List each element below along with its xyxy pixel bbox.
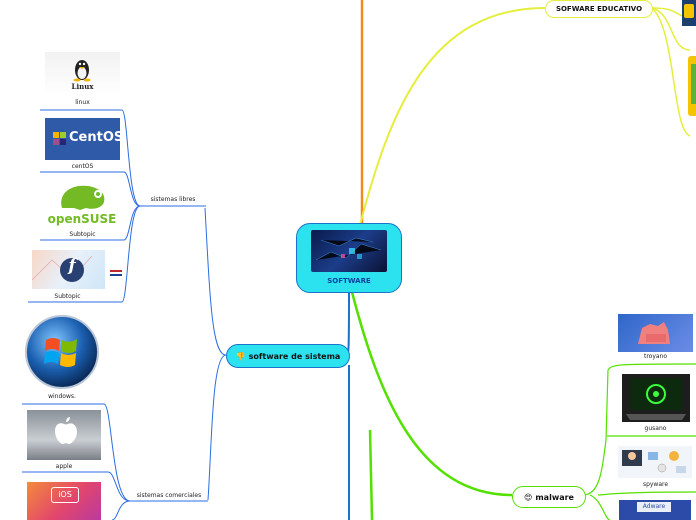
linux-logo-text: Linux xyxy=(71,82,94,91)
fedora-flag-icon xyxy=(110,270,122,276)
educativo-branch-line xyxy=(359,7,546,226)
fedora-logo-text: f xyxy=(68,256,76,276)
opensuse-logo-text: openSUSE xyxy=(47,212,117,226)
troyano-line xyxy=(607,363,696,371)
sistema-to-comerciales xyxy=(207,354,227,501)
windows-image xyxy=(22,314,102,392)
topic-educativo-label: SOFWARE EDUCATIVO xyxy=(555,5,643,13)
educativo-sub-line xyxy=(651,7,683,17)
subtopic-sistemas-libres[interactable]: sistemas libres xyxy=(150,196,196,203)
centos-image: CentOS xyxy=(45,118,120,160)
spyware-caption[interactable]: spyware xyxy=(642,481,669,488)
heart-eyes-icon: 😍 xyxy=(524,492,533,502)
libres-to-linux xyxy=(40,109,141,207)
troyano-caption[interactable]: troyano xyxy=(643,353,668,360)
spyware-line xyxy=(597,491,696,496)
libres-to-fedora xyxy=(28,205,141,303)
fedora-caption[interactable]: Subtopic xyxy=(54,293,81,300)
troyano-image xyxy=(618,314,693,352)
centos-caption[interactable]: centOS xyxy=(71,163,94,170)
linux-image: Linux xyxy=(45,52,120,96)
linux-caption[interactable]: linux xyxy=(75,99,90,106)
central-topic[interactable]: SOFTWARE xyxy=(296,223,402,293)
educativo-sub-line-2 xyxy=(651,7,691,51)
malware-branch-line xyxy=(350,291,513,497)
lime-down-line xyxy=(368,429,374,520)
fedora-image: f xyxy=(32,250,105,289)
sistema-to-subs xyxy=(204,207,227,356)
ios-logo-text: iOS xyxy=(51,487,79,503)
subtopic-sistemas-comerciales[interactable]: sistemas comerciales xyxy=(136,492,202,499)
libres-to-centos xyxy=(40,171,141,207)
opensuse-caption[interactable]: Subtopic xyxy=(69,231,96,238)
comerciales-to-windows xyxy=(22,403,131,502)
sistema-branch-line xyxy=(346,289,350,356)
adware-line xyxy=(589,494,611,520)
apple-image xyxy=(27,410,101,460)
adware-image: Adware xyxy=(619,500,691,520)
windows-caption[interactable]: windows. xyxy=(48,393,76,400)
apple-caption[interactable]: apple xyxy=(55,463,73,470)
centos-logo-text: CentOS xyxy=(69,130,120,145)
spyware-image xyxy=(618,446,692,478)
educativo-image-2 xyxy=(688,56,696,116)
educativo-image-1 xyxy=(682,0,696,26)
topic-educativo[interactable]: SOFWARE EDUCATIVO xyxy=(545,0,653,18)
ios-image: iOS xyxy=(27,482,101,520)
opensuse-image: openSUSE xyxy=(40,180,124,230)
thumbs-down-icon: 👎 xyxy=(235,351,246,361)
topic-malware-label: malware xyxy=(535,492,574,502)
gusano-image xyxy=(622,374,690,422)
malware-sub-trunk xyxy=(582,369,609,496)
comerciales-to-apple xyxy=(22,471,131,502)
topic-sistema-label: software de sistema xyxy=(248,351,341,361)
adware-logo-text: Adware xyxy=(637,502,671,512)
topic-software-de-sistema[interactable]: 👎 software de sistema xyxy=(226,344,350,368)
comerciales-to-ios xyxy=(111,500,131,520)
topic-malware[interactable]: 😍 malware xyxy=(512,486,586,508)
central-image xyxy=(311,230,387,272)
gusano-caption[interactable]: gusano xyxy=(644,425,667,432)
central-label: SOFTWARE xyxy=(327,277,371,285)
educativo-sub-line-3 xyxy=(651,7,691,137)
